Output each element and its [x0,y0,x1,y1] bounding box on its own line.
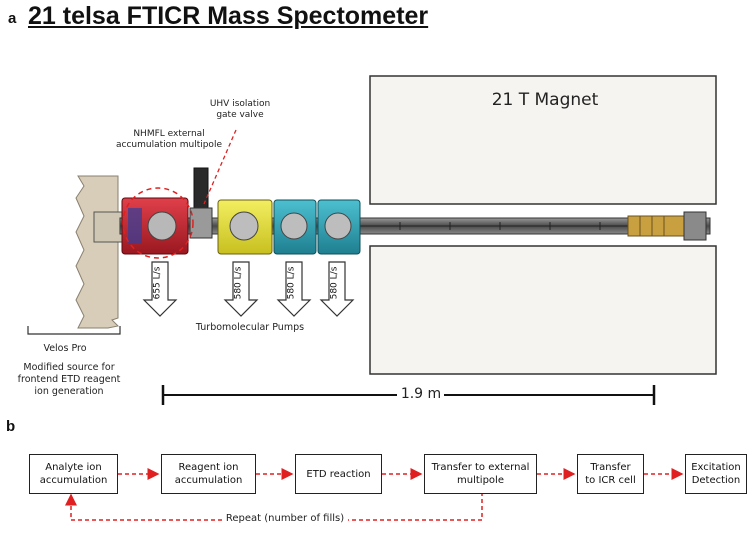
pump-arrow-655 [142,261,178,317]
gate-valve-body [193,167,209,211]
repeat-loop-label: Repeat (number of fills) [225,513,345,524]
step-transfer-to-external-multipole: Transfer to external multipole [424,454,537,494]
step-transfer-to-icr-cell: Transfer to ICR cell [577,454,644,494]
pump-arrow-580-3 [319,261,355,317]
modified-source-label: Modified source for frontend ETD reagent… [17,362,121,397]
magnet-lower-block [369,245,717,375]
tube-end-flange [683,211,707,241]
velos-pro-source [75,175,120,329]
turbomolecular-pumps-label: Turbomolecular Pumps [195,322,305,333]
magnet-label: 21 T Magnet [491,90,599,110]
step-reagent-ion-accumulation: Reagent ion accumulation [161,454,256,494]
scale-bar-label: 1.9 m [400,386,442,402]
panel-a-letter: a [8,10,17,27]
icr-cell [627,215,685,237]
page-title: 21 telsa FTICR Mass Spectometer [28,2,429,30]
repeat-loop-path [71,492,483,521]
pump-speed-label: 580 L/s [286,266,297,300]
magnet-upper-block [369,75,717,205]
step-etd-reaction: ETD reaction [295,454,382,494]
pump-arrow-580-2 [276,261,312,317]
panel-b-letter: b [6,418,16,435]
multipole-highlight-circle [122,187,194,259]
velos-pro-label: Velos Pro [43,343,87,354]
pump-arrow-580-1 [223,261,259,317]
pump-speed-label: 580 L/s [233,266,244,300]
step-excitation-detection: Excitation Detection [685,454,747,494]
nhmfl-multipole-label: NHMFL external accumulation multipole [116,129,222,151]
step-analyte-ion-accumulation: Analyte ion accumulation [29,454,118,494]
velos-bracket [27,326,121,335]
pump-speed-label: 580 L/s [329,266,340,300]
pump-speed-label: 655 L/s [152,266,163,300]
uhv-gate-valve-label: UHV isolation gate valve [209,99,271,121]
